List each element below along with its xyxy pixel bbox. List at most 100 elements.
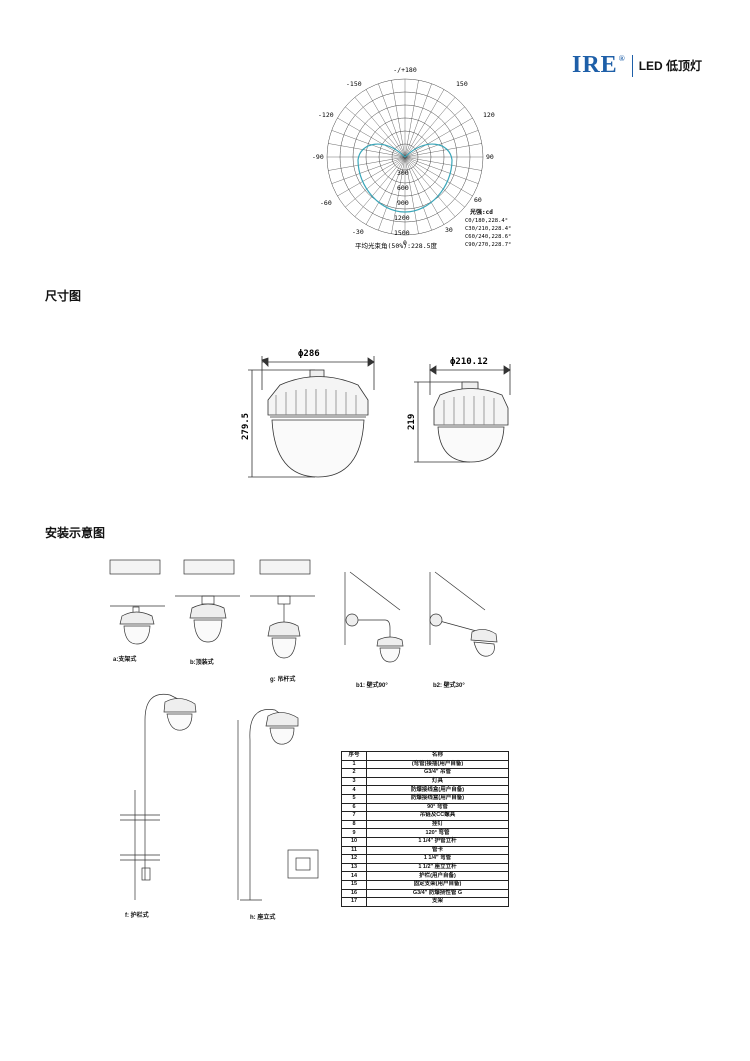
part-index: 1 [341, 759, 367, 770]
part-name: (弯管)接插(用户自备) [366, 759, 509, 770]
polar-spoke [331, 156, 406, 184]
polar-spoke [404, 89, 445, 158]
polar-intensity-curve [357, 143, 453, 213]
polar-angle-150: 150 [456, 80, 468, 88]
polar-top-label: -/+180 [393, 66, 417, 74]
polar-legend-c90: C90/270,228.7° [465, 242, 511, 248]
polar-spoke [404, 156, 479, 184]
polar-spoke [404, 156, 473, 197]
polar-grid [326, 78, 484, 236]
part-index: 3 [341, 776, 367, 787]
part-name: 1 1/4" 弯管 [366, 854, 509, 864]
part-name: G3/4" 防爆挠性管 G [366, 888, 509, 899]
part-index: 14 [341, 871, 367, 881]
polar-spoke [404, 156, 445, 225]
polar-spoke [404, 80, 419, 158]
caption-standing-mount: h: 座立式 [250, 915, 276, 921]
polar-spoke [328, 156, 406, 171]
polar-spoke [404, 156, 432, 231]
polar-angle-30: 30 [445, 226, 453, 234]
part-name: 护栏(用户自备) [366, 871, 509, 881]
part-index: 2 [341, 768, 367, 778]
product-name: LED 低顶灯 [638, 59, 703, 73]
part-index: 15 [341, 879, 367, 890]
polar-spoke [365, 89, 406, 158]
polar-legend-c30: C30/210,228.4° [465, 226, 511, 232]
part-index: 17 [341, 897, 367, 907]
polar-spoke [404, 156, 419, 234]
part-name: G3/4" 吊管 [366, 768, 509, 778]
brand-divider [631, 54, 633, 77]
polar-spoke [378, 83, 406, 158]
part-index: 16 [341, 888, 367, 899]
polar-angle-0: 0 [403, 239, 407, 247]
header-index: 序号 [341, 751, 367, 761]
polar-angle-m120: -120 [318, 111, 334, 119]
part-name: 120° 弯管 [366, 828, 509, 838]
polar-spoke [404, 156, 465, 208]
part-index: 10 [341, 836, 367, 847]
part-index: 13 [341, 862, 367, 873]
polar-angle-m150: -150 [346, 80, 362, 88]
dim-diameter-2: ϕ210.12 [450, 357, 488, 367]
installation-drawings [109, 559, 498, 901]
dim-diameter-1: ϕ286 [298, 349, 320, 359]
dim-height-1: 279.5 [241, 413, 251, 440]
polar-spoke [391, 156, 406, 234]
polar-spoke [331, 130, 406, 158]
part-name: 吊链及CC螺具 [366, 811, 509, 821]
caption-wall-30: b2: 壁式30° [433, 683, 465, 689]
polar-legend-c60: C60/240,228.6° [465, 234, 511, 240]
polar-angle-60: 60 [474, 196, 482, 204]
part-name: 支架 [366, 897, 509, 907]
part-index: 6 [341, 802, 367, 813]
dimension-drawing: ϕ286 279.5 ϕ210.12 219 [241, 349, 511, 478]
part-index: 8 [341, 819, 367, 830]
part-index: 7 [341, 811, 367, 821]
polar-spoke [354, 156, 406, 217]
polar-spoke [404, 156, 482, 171]
caption-bracket-mount: a:支架式 [113, 657, 137, 663]
polar-distribution-chart: -/+180 150 120 90 60 30 0 -30 -60 -90 -1… [312, 66, 511, 250]
caption-guardrail-mount: f: 护栏式 [125, 913, 149, 919]
part-index: 9 [341, 828, 367, 838]
part-index: 12 [341, 854, 367, 864]
part-name: 防爆接线盒(用户自备) [366, 785, 509, 795]
header-name: 名称 [366, 751, 509, 761]
brand-logo: IRE® [572, 52, 626, 78]
part-name: 90° 弯管 [366, 802, 509, 813]
caption-wall-90: b1: 壁式90° [356, 683, 388, 689]
polar-spoke [404, 83, 432, 158]
part-name: 灯具 [366, 776, 509, 787]
polar-radial-600: 600 [397, 184, 409, 192]
polar-radial-300: 300 [397, 169, 409, 177]
part-name: 1 1/2" 座立立杆 [366, 862, 509, 873]
section-title-dimensions: 尺寸图 [45, 289, 82, 303]
caption-pendant-mount: g: 吊杆式 [270, 677, 296, 683]
table-row: 1(弯管)接插(用户自备) [341, 759, 509, 770]
parts-table-header: 序号 名称 [341, 751, 509, 761]
part-index: 5 [341, 793, 367, 804]
polar-beam-angle: 平均光束角(50%):228.5度 [355, 241, 438, 250]
part-index: 11 [341, 845, 367, 856]
polar-spoke [404, 143, 482, 158]
polar-angle-120: 120 [483, 111, 495, 119]
polar-spoke [354, 97, 406, 158]
polar-spoke [365, 156, 406, 225]
polar-radial-1500: 1500 [394, 229, 410, 237]
polar-legend-c0: C0/180,228.4° [465, 218, 508, 224]
polar-spoke [337, 117, 406, 158]
polar-spoke [391, 80, 406, 158]
